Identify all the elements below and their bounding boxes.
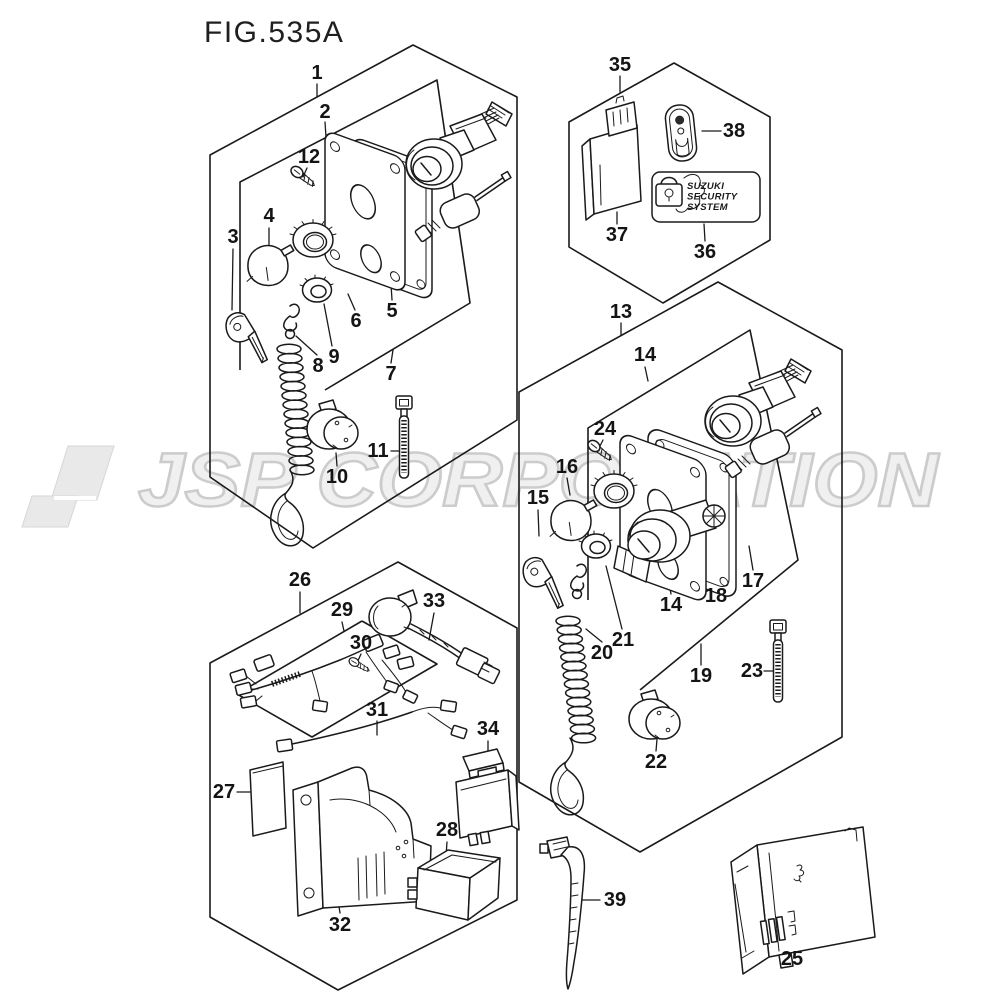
part-6-panel <box>324 132 406 291</box>
part-label-3: 3 <box>227 226 239 248</box>
part-label-8: 8 <box>312 355 324 377</box>
part-38-remote-fob <box>664 104 698 162</box>
security-label-line3: SYSTEM <box>687 202 729 213</box>
part-label-34: 34 <box>476 718 500 740</box>
part-4-cover <box>241 241 299 290</box>
part-label-17: 17 <box>741 570 765 592</box>
part-label-22: 22 <box>644 751 668 773</box>
part-label-37: 37 <box>605 224 629 246</box>
part-21-lock-plate <box>569 563 588 600</box>
part-label-19: 19 <box>689 665 713 687</box>
part-label-13: 13 <box>609 301 633 323</box>
key-switch-assy-top <box>221 101 513 547</box>
part-label-24: 24 <box>593 418 617 440</box>
part-label-27: 27 <box>212 781 236 803</box>
group-1-outline <box>209 44 518 549</box>
part-28-holder <box>407 849 501 921</box>
part-label-18: 18 <box>704 585 728 607</box>
part-label-25: 25 <box>780 948 804 970</box>
ignition-switch <box>405 101 513 190</box>
part-32-bracket <box>292 766 432 917</box>
part-25-module-plate <box>730 826 876 975</box>
part-29-harness <box>229 633 419 713</box>
lanyard-hook-mid <box>550 737 585 816</box>
part-label-31: 31 <box>365 699 389 721</box>
part-9-nut <box>299 274 334 303</box>
part-label-14-lower: 14 <box>659 594 683 616</box>
figure-title: FIG.535A <box>204 16 345 49</box>
part-label-16: 16 <box>555 456 579 478</box>
part-label-38: 38 <box>722 120 746 142</box>
lanyard-hook <box>270 469 305 547</box>
part-22-cap <box>628 689 681 740</box>
part-label-15: 15 <box>526 487 550 509</box>
part-label-29: 29 <box>330 599 354 621</box>
security-label-line2: SECURITY <box>687 192 739 203</box>
group-35-outline <box>568 62 771 304</box>
group-29-outline <box>236 620 438 738</box>
part-label-21: 21 <box>611 629 635 651</box>
part-23-band <box>770 620 786 702</box>
group-13-outline <box>518 281 843 853</box>
group-26-outline <box>209 561 518 991</box>
part-label-12: 12 <box>297 146 321 168</box>
part-label-5: 5 <box>386 300 398 322</box>
part-label-36: 36 <box>693 241 717 263</box>
part-label-39: 39 <box>603 889 627 911</box>
part-37-control-module <box>581 95 642 221</box>
harness-set <box>229 589 520 921</box>
part-39-band-long <box>539 836 586 990</box>
part-label-20: 20 <box>590 642 614 664</box>
watermark: JSP CORPORATION <box>21 437 942 528</box>
assembly-outlines <box>209 44 843 991</box>
part-label-10: 10 <box>325 466 349 488</box>
part-27-pad <box>249 761 287 837</box>
key-switch-assy-mid <box>518 358 822 816</box>
part-label-26: 26 <box>288 569 312 591</box>
part-34-relay <box>455 748 520 847</box>
part-label-30: 30 <box>349 632 373 654</box>
part-label-35: 35 <box>608 54 632 76</box>
part-label-4: 4 <box>263 205 275 227</box>
part-label-1: 1 <box>311 62 323 84</box>
part-label-33: 33 <box>422 590 446 612</box>
group-19-outline <box>587 329 799 691</box>
part-label-14-upper: 14 <box>633 344 657 366</box>
part-31-lead-wire <box>275 699 468 753</box>
part-label-6: 6 <box>350 310 362 332</box>
part-14-key-switch <box>613 499 726 583</box>
security-label-line1: SUZUKI <box>687 181 724 192</box>
part-label-2: 2 <box>319 101 331 123</box>
part-label-7: 7 <box>385 363 397 385</box>
part-10-cap <box>306 399 359 450</box>
part-33-buzzer <box>368 589 501 685</box>
part-8-lock-plate <box>282 303 301 340</box>
part-15-key <box>518 552 565 616</box>
part-label-11: 11 <box>367 440 389 462</box>
part-label-28: 28 <box>435 819 459 841</box>
watermark-text: JSP CORPORATION <box>138 438 940 523</box>
part-label-32: 32 <box>328 914 352 936</box>
part-3-key <box>221 307 269 372</box>
part-20-lanyard-coil <box>555 615 597 744</box>
part-label-9: 9 <box>328 346 340 368</box>
part-label-23: 23 <box>740 660 764 682</box>
part-36-security-decal: SUZUKI SECURITY SYSTEM <box>651 171 761 223</box>
group-2-outline <box>239 79 471 391</box>
security-system-kit: SUZUKI SECURITY SYSTEM <box>581 95 761 223</box>
